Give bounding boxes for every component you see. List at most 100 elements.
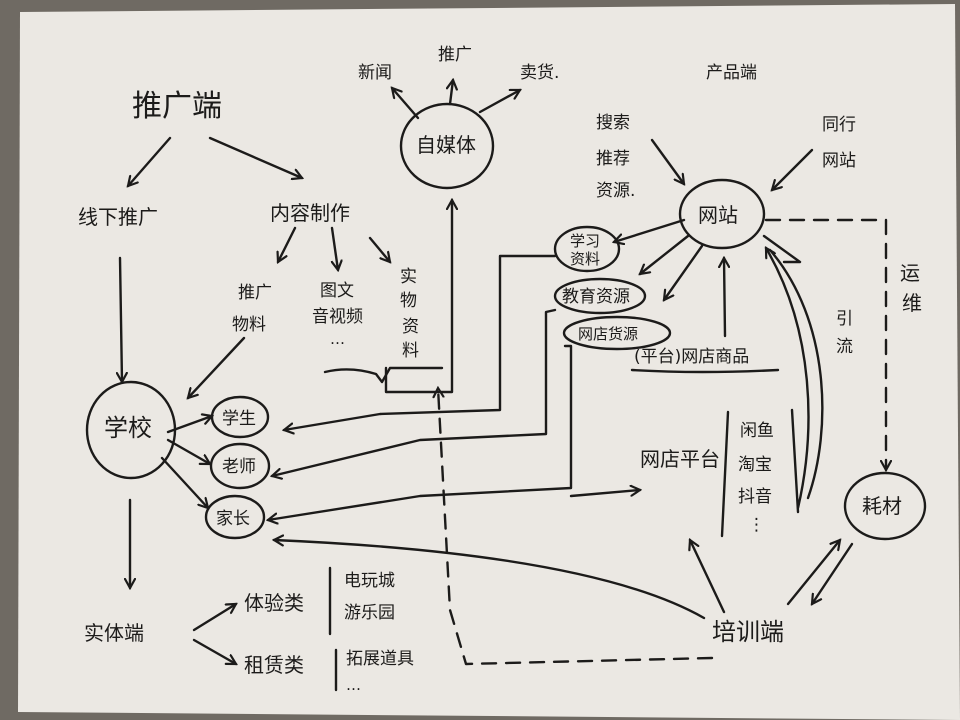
platform-goods-label: (平台)网店商品 [634,347,749,367]
arrow-physical-to-rental [192,638,236,666]
media-label-1: 图文 [320,281,354,301]
platform-xianyu: 闲鱼 [740,421,774,441]
arrow-school-to-parent [160,456,208,508]
peer-label-2: 网站 [822,151,856,171]
traffic-arrow-head [762,234,802,264]
school-label: 学校 [104,414,152,442]
arrow-training-to-shop-platform [690,540,726,614]
self-media-circle [399,102,495,190]
training-end-label: 培训端 [712,618,784,646]
arrow-website-to-study [614,218,686,242]
platform-taobao: 淘宝 [738,455,772,475]
edu-resources-shape [553,277,647,315]
edu-resources-label: 教育资源 [562,287,630,307]
arrow-self-media-to-top [450,80,453,106]
study-materials-label-2: 资料 [570,250,600,268]
paper-sheet [18,4,960,720]
search-label-2: 推荐 [596,149,630,169]
parent-label: 家长 [216,509,250,529]
physical-materials-label-3: 资 [402,317,419,337]
arrow-website-to-edu [640,234,690,274]
arrow-materials-to-school [188,336,246,398]
arrow-school-to-teacher [166,438,210,466]
rental-more: … [346,676,361,694]
arrow-promo-to-offline [128,136,172,186]
search-label-1: 搜索 [596,113,630,133]
dashed-website-to-ops [764,218,886,470]
arrow-self-media-to-left [392,88,420,120]
arrow-physical-to-experience [192,602,236,632]
arrow-website-to-shop [664,244,704,300]
dashed-training-to-self-media [438,388,714,666]
shop-goods-shape [562,315,672,351]
arrow-search-to-website [650,138,684,184]
traffic-curve-inner [764,248,810,510]
promo-materials-label-2: 物料 [232,315,266,335]
arrow-school-to-student [166,416,212,434]
line-training-to-parent [274,540,706,620]
line-content-to-self-media [384,200,452,394]
product-end-label: 产品端 [706,63,757,83]
arrow-offline-to-school [120,256,122,382]
labels: 推广端 线下推广 内容制作 推广 物料 图文 音视频 … 实 物 资 料 自媒体… [78,45,922,694]
line-shop-to-parent [268,344,573,520]
teacher-circle [209,442,271,490]
arrow-promo-to-content [208,136,302,178]
website-circle [678,178,766,250]
self-media-out-right: 卖货. [520,63,559,83]
platform-douyin: 抖音 [738,487,772,507]
study-materials-label-1: 学习 [570,232,600,250]
promo-materials-label-1: 推广 [238,283,272,303]
content-production-label: 内容制作 [270,201,350,225]
physical-materials-label-1: 实 [400,267,417,287]
parent-circle [204,494,266,540]
supplies-circle [843,471,927,541]
rental-item: 拓展道具 [346,649,414,669]
media-label-3: … [330,330,345,348]
traffic-label-1: 引 [836,309,853,329]
ops-label-1: 运 [900,261,920,285]
self-media-out-top: 推广 [438,45,472,65]
arrow-content-to-promo-materials [278,226,297,262]
connectors [120,80,886,692]
self-media-label: 自媒体 [416,133,476,157]
website-label: 网站 [698,203,738,227]
physical-materials-label-4: 料 [402,341,419,361]
node-shapes [85,102,927,541]
promo-end-label: 推广端 [132,89,222,124]
study-materials-shape [553,225,621,273]
peer-label-1: 同行 [822,115,856,135]
experience-item-1: 电玩城 [344,571,395,591]
line-study-to-student [284,254,557,430]
shop-platform-label: 网店平台 [640,447,720,471]
platform-bracket-left [720,410,730,538]
platform-bracket-right [790,408,800,514]
line-edu-to-teacher [272,308,557,476]
offline-promo-label: 线下推广 [78,205,158,229]
supplies-label: 耗材 [862,494,902,518]
arrow-supplies-to-training [812,542,854,604]
arrow-to-shop-platform [569,490,640,498]
traffic-curve-outer [768,248,824,500]
content-bracket [323,366,444,384]
arrow-content-to-media [332,226,338,270]
media-label-2: 音视频 [312,307,363,327]
physical-materials-label-2: 物 [400,291,417,311]
platform-goods-bracket [630,368,780,374]
shop-goods-label: 网店货源 [578,325,638,343]
experience-item-2: 游乐园 [344,603,395,623]
arrow-goods-to-website [724,258,725,338]
arrow-training-to-supplies [786,540,840,606]
physical-end-label: 实体端 [84,621,144,645]
teacher-label: 老师 [222,457,256,477]
arrow-peer-to-website [772,148,814,190]
arrow-content-to-physical [368,236,390,262]
self-media-out-left: 新闻 [358,63,392,83]
platform-more: ⋮ [748,515,765,535]
student-label: 学生 [222,409,256,429]
experience-label: 体验类 [244,591,304,615]
traffic-label-2: 流 [836,337,853,357]
rental-label: 租赁类 [244,653,304,677]
search-label-3: 资源. [596,181,635,201]
